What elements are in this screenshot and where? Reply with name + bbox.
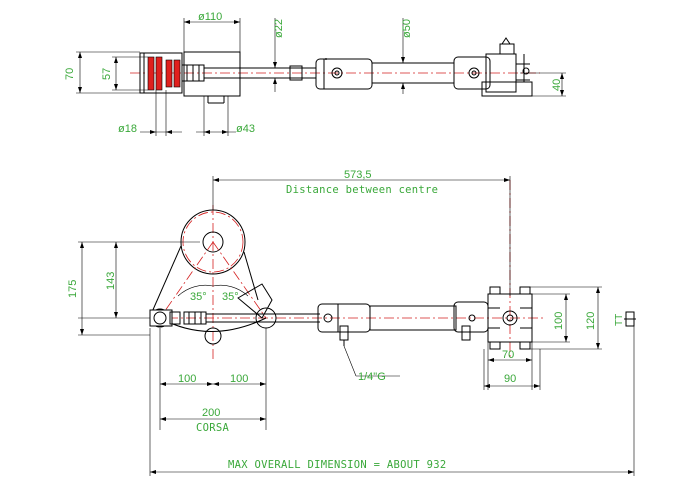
dim-dia-18: ø18: [118, 123, 137, 135]
top-view: ø110 ø22 ø50 70 57 ø18: [64, 11, 566, 136]
dim-120-vert: 120: [585, 312, 597, 330]
dim-tt: TT: [614, 314, 625, 326]
note-max-overall: MAX OVERALL DIMENSION = ABOUT 932: [228, 459, 447, 471]
angle-left: 35°: [190, 291, 207, 303]
dim-143: 143: [105, 272, 117, 290]
dim-dia-110: ø110: [198, 11, 222, 23]
dim-57: 57: [101, 68, 113, 80]
dim-175: 175: [67, 280, 79, 298]
dim-90-bottom: 90: [504, 373, 516, 385]
dim-200: 200: [202, 407, 220, 419]
dim-dia-50: ø50: [401, 19, 413, 38]
angle-right: 35°: [222, 291, 239, 303]
dim-100-left: 100: [178, 373, 196, 385]
port-label: 1/4"G: [358, 371, 386, 383]
note-corsa: CORSA: [196, 422, 229, 434]
dim-573: 573,5: [344, 169, 372, 181]
note-distance-centre: Distance between centre: [286, 184, 438, 196]
dim-dia-43: ø43: [236, 123, 255, 135]
dim-100-right: 100: [230, 373, 248, 385]
dim-dia-22: ø22: [273, 19, 285, 38]
dim-100-vert: 100: [553, 312, 565, 330]
dim-70: 70: [64, 68, 76, 80]
dim-70-bottom: 70: [502, 349, 514, 361]
side-view: 35° 35°: [67, 169, 636, 476]
dim-40: 40: [551, 79, 563, 91]
